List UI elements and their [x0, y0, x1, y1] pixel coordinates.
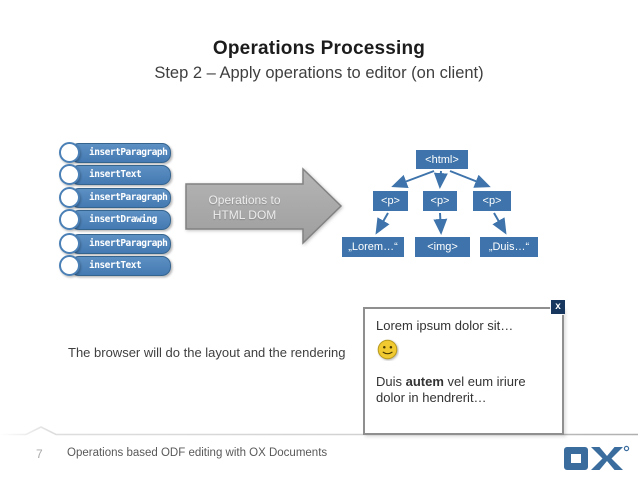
operation-pill: insertText [59, 164, 171, 185]
dom-node-lorem: „Lorem…“ [342, 237, 404, 257]
registered-mark-icon [623, 445, 630, 452]
smiley-icon [377, 339, 398, 360]
arrow-label-line2: HTML DOM [212, 208, 277, 222]
operation-label: insertParagraph [89, 238, 168, 249]
operation-bullet-icon [59, 164, 80, 185]
dom-node-p-1: <p> [373, 191, 408, 211]
operation-label: insertText [89, 169, 142, 180]
operation-bullet-icon [59, 142, 80, 163]
popup-text-line2: Duis autem vel eum iriure dolor in hendr… [376, 374, 551, 406]
dom-node-p-3: <p> [473, 191, 511, 211]
operation-bullet-icon [59, 233, 80, 254]
footer-divider [0, 426, 638, 436]
dom-node-html: <html> [416, 150, 468, 169]
dom-node-p-2: <p> [423, 191, 457, 211]
page-number: 7 [36, 447, 43, 461]
popup-text-line1: Lorem ipsum dolor sit… [376, 318, 514, 333]
operation-bullet-icon [59, 209, 80, 230]
dom-node-img: <img> [415, 237, 470, 257]
popup-text-rest: vel eum iriure dolor in hendrerit… [376, 374, 526, 405]
footer-text: Operations based ODF editing with OX Doc… [67, 447, 328, 459]
slide-subtitle: Step 2 – Apply operations to editor (on … [154, 64, 484, 82]
arrow-label: Operations to HTML DOM [188, 189, 301, 227]
dom-tree-connectors [375, 170, 507, 235]
operation-label: insertParagraph [89, 147, 168, 158]
operation-pill: insertText [59, 255, 171, 276]
operation-pill: insertDrawing [59, 209, 171, 230]
operation-pill: insertParagraph [59, 233, 171, 254]
operation-label: insertDrawing [89, 214, 157, 225]
caption: The browser will do the layout and the r… [68, 345, 346, 360]
operation-pill: insertParagraph [59, 142, 171, 163]
popup-text-prefix: Duis [376, 374, 406, 389]
operation-label: insertParagraph [89, 192, 168, 203]
operation-label: insertText [89, 260, 142, 271]
popup-text-bold: autem [405, 374, 444, 389]
operation-pill: insertParagraph [59, 187, 171, 208]
operations-to-dom-arrow [185, 167, 343, 245]
operation-bullet-icon [59, 187, 80, 208]
operation-bullet-icon [59, 255, 80, 276]
dom-node-duis: „Duis…“ [480, 237, 538, 257]
close-button[interactable]: x [551, 300, 565, 314]
slide-title: Operations Processing [212, 38, 426, 59]
ox-logo [564, 445, 630, 470]
arrow-label-line1: Operations to [208, 193, 281, 207]
editor-popup: x Lorem ipsum dolor sit… Duis autem vel … [363, 300, 565, 435]
